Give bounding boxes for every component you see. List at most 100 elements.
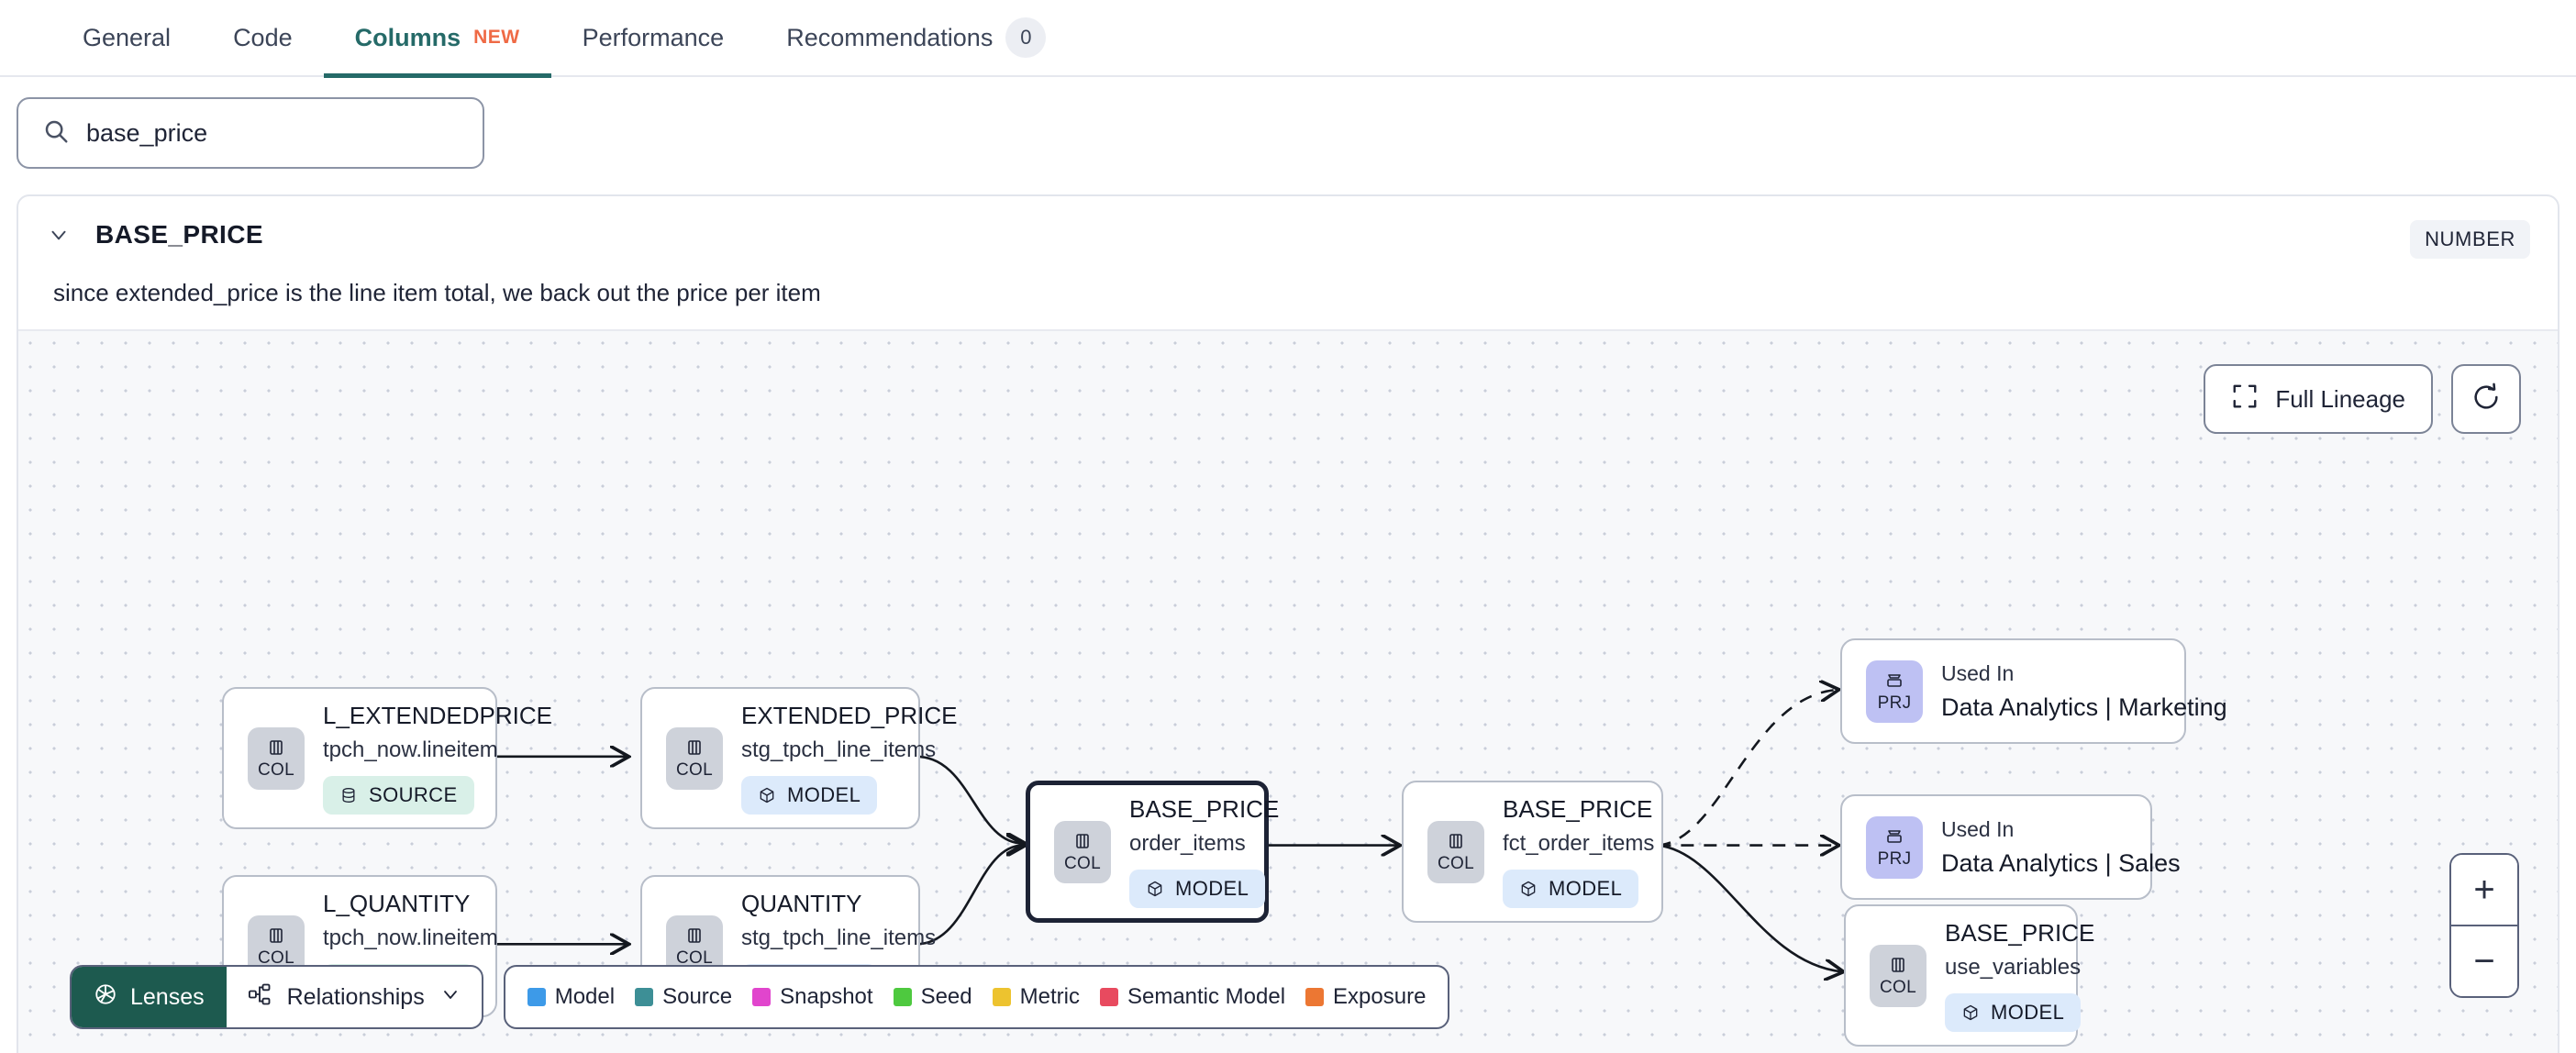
node-subtitle: tpch_now.lineitem xyxy=(323,737,498,762)
zoom-in-button[interactable]: + xyxy=(2451,855,2517,925)
col-icon: COL xyxy=(1054,820,1111,883)
lineage-node-l-extendedprice[interactable]: COL L_EXTENDEDPRICE tpch_now.lineitem SO… xyxy=(222,687,552,829)
recommendations-count-badge: 0 xyxy=(1005,17,1047,58)
tab-code[interactable]: Code xyxy=(202,0,324,76)
column-header: BASE_PRICE NUMBER xyxy=(18,196,2558,259)
col-icon-label: COL xyxy=(1880,977,1916,997)
zoom-divider xyxy=(2451,925,2517,926)
legend-swatch xyxy=(635,988,654,1006)
chevron-down-icon[interactable] xyxy=(46,222,72,248)
node-title: BASE_PRICE xyxy=(1129,795,1280,823)
col-icon-label: COL xyxy=(1064,853,1101,873)
aperture-icon xyxy=(94,982,117,1013)
lineage-edges xyxy=(494,331,2558,1053)
lineage-node-project-sales[interactable]: PRJ Used In Data Analytics | Sales xyxy=(1840,794,2181,900)
col-icon-label: COL xyxy=(258,948,294,968)
col-icon-label: COL xyxy=(676,759,713,780)
lineage-node-project-marketing[interactable]: PRJ Used In Data Analytics | Marketing xyxy=(1840,638,2227,744)
legend-item-metric: Metric xyxy=(992,984,1080,1010)
lineage-node-base-price-order-items[interactable]: COL BASE_PRICE order_items MODEL xyxy=(1026,781,1279,923)
column-panel: BASE_PRICE NUMBER since extended_price i… xyxy=(17,194,2559,1053)
legend-label: Snapshot xyxy=(780,984,873,1009)
legend-label: Source xyxy=(662,984,733,1009)
lineage-node-base-price-fct-order-items[interactable]: COL BASE_PRICE fct_order_items MODEL xyxy=(1402,781,1663,923)
legend-label: Model xyxy=(554,984,616,1009)
column-description: since extended_price is the line item to… xyxy=(53,279,821,306)
node-subtitle: fct_order_items xyxy=(1503,831,1655,856)
col-icon: COL xyxy=(1870,944,1926,1007)
expand-corners-icon xyxy=(2231,382,2259,416)
legend-swatch xyxy=(1305,988,1325,1006)
legend-item-exposure: Exposure xyxy=(1305,984,1426,1010)
node-badge-label: SOURCE xyxy=(369,783,458,806)
prj-icon: PRJ xyxy=(1866,660,1923,723)
lineage-controls: Full Lineage xyxy=(2204,364,2521,434)
node-badge-label: MODEL xyxy=(1175,877,1249,900)
node-title: EXTENDED_PRICE xyxy=(741,702,958,729)
page-title: BASE_PRICE xyxy=(95,220,263,249)
relationships-dropdown[interactable]: Relationships xyxy=(227,967,482,1027)
node-badge-model: MODEL xyxy=(1945,993,2082,1032)
node-badge-model: MODEL xyxy=(741,776,878,815)
edge-quantity-baseprice xyxy=(916,846,1024,946)
node-subtitle: stg_tpch_line_items xyxy=(741,926,937,950)
lineage-canvas[interactable]: COL L_EXTENDEDPRICE tpch_now.lineitem SO… xyxy=(18,329,2558,1053)
relationships-icon xyxy=(247,981,272,1014)
search-icon xyxy=(42,117,70,150)
col-icon: COL xyxy=(248,726,305,790)
node-badge-label: MODEL xyxy=(1549,877,1623,900)
tab-columns[interactable]: Columns NEW xyxy=(323,0,551,78)
search-input[interactable] xyxy=(86,118,459,148)
edge-fct-prj-marketing xyxy=(1658,690,1837,847)
legend-swatch xyxy=(893,988,912,1006)
legend-item-snapshot: Snapshot xyxy=(752,984,873,1010)
node-title: L_EXTENDEDPRICE xyxy=(323,702,552,729)
legend-label: Exposure xyxy=(1333,984,1427,1009)
legend-swatch xyxy=(527,988,546,1006)
lenses-relationships-group: Lenses Relationships xyxy=(70,965,483,1029)
node-badge-source: SOURCE xyxy=(323,776,474,815)
tab-label: Performance xyxy=(582,23,725,51)
search-box[interactable] xyxy=(17,97,484,169)
prj-icon: PRJ xyxy=(1866,815,1923,879)
project-name: Data Analytics | Sales xyxy=(1941,848,2181,877)
legend-item-seed: Seed xyxy=(893,984,972,1010)
tab-recommendations[interactable]: Recommendations 0 xyxy=(755,0,1077,76)
legend-swatch xyxy=(752,988,772,1006)
legend-swatch xyxy=(1099,988,1118,1006)
node-title: BASE_PRICE xyxy=(1503,795,1653,823)
tab-label: Recommendations xyxy=(786,23,994,51)
node-badge-model: MODEL xyxy=(1503,870,1639,908)
tab-label: Columns xyxy=(354,23,461,51)
col-icon-label: COL xyxy=(258,759,294,780)
tab-new-badge: NEW xyxy=(473,27,520,48)
col-icon-label: COL xyxy=(1438,853,1474,873)
chevron-down-icon xyxy=(439,983,461,1012)
lineage-bottom-toolbar: Lenses Relationships xyxy=(70,965,1450,1029)
col-icon: COL xyxy=(666,726,723,790)
project-used-in-label: Used In xyxy=(1941,660,2015,685)
lenses-label: Lenses xyxy=(130,983,205,1010)
tab-general[interactable]: General xyxy=(51,0,202,76)
search-area xyxy=(0,77,2576,185)
zoom-out-button[interactable]: − xyxy=(2451,926,2517,996)
full-lineage-button[interactable]: Full Lineage xyxy=(2204,364,2433,434)
tab-label: Code xyxy=(233,23,293,51)
legend-swatch xyxy=(992,988,1011,1006)
lineage-node-extended-price[interactable]: COL EXTENDED_PRICE stg_tpch_line_items M… xyxy=(640,687,958,829)
node-badge-label: MODEL xyxy=(1991,1001,2065,1024)
refresh-button[interactable] xyxy=(2451,364,2521,434)
lineage-node-base-price-use-variables[interactable]: COL BASE_PRICE use_variables MODEL xyxy=(1844,904,2094,1047)
lenses-button[interactable]: Lenses xyxy=(72,967,227,1027)
node-title: L_QUANTITY xyxy=(323,890,471,917)
col-icon: COL xyxy=(1427,820,1484,883)
tab-label: General xyxy=(83,23,172,51)
node-badge-label: MODEL xyxy=(787,783,861,806)
column-type-badge: NUMBER xyxy=(2410,220,2530,259)
lineage-legend: Model Source Snapshot Seed Metric xyxy=(503,965,1450,1029)
tab-performance[interactable]: Performance xyxy=(551,0,756,76)
full-lineage-label: Full Lineage xyxy=(2275,384,2405,413)
legend-label: Seed xyxy=(920,984,972,1009)
node-subtitle: use_variables xyxy=(1945,955,2082,980)
node-subtitle: tpch_now.lineitem xyxy=(323,926,498,950)
